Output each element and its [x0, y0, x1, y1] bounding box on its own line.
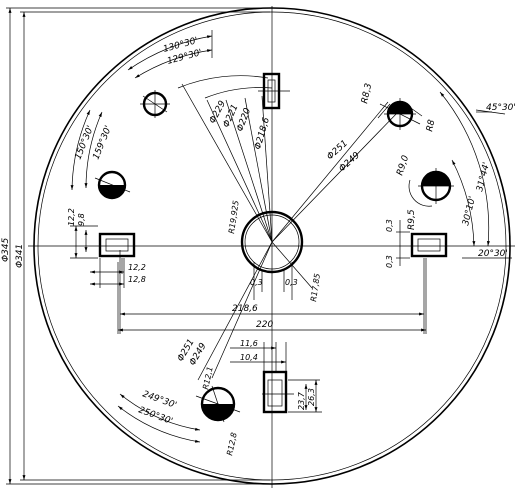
label-r8: R8 — [425, 119, 437, 133]
label-v12-2-horiz: 12,2 — [128, 263, 146, 272]
label-d341: Φ341 — [15, 244, 25, 268]
label-v0-3-top: 0,3 — [385, 219, 394, 232]
label-r12-8: R12,8 — [225, 432, 239, 457]
label-v12-2-vert: 12,2 — [67, 208, 76, 226]
label-218-6: 218,6 — [232, 304, 258, 314]
label-v11-6: 11,6 — [240, 339, 258, 348]
slot-left — [98, 232, 136, 258]
label-r9-0: R9,0 — [395, 154, 411, 177]
label-d218-6: Φ218,6 — [253, 116, 272, 151]
label-r12-1: R12,1 — [201, 366, 215, 391]
slot-bottom — [262, 370, 288, 414]
label-c0-3-right: 0,3 — [285, 278, 298, 287]
slot-right — [410, 232, 448, 258]
label-c0-3-left: 0,3 — [250, 278, 263, 287]
label-r8-3: R8,3 — [360, 82, 374, 104]
label-a31-44: 31°44' — [475, 161, 492, 192]
label-a30-10: 30°10' — [461, 195, 478, 226]
label-v23-7: 23,7 — [297, 391, 306, 410]
label-r17-85: R17,85 — [309, 273, 322, 302]
center-bore-inner — [244, 214, 300, 270]
label-220: 220 — [256, 320, 273, 330]
label-a20-30: 20°30' — [478, 249, 508, 259]
label-v26-3: 26,3 — [307, 388, 316, 406]
label-a45-30: 45°30' — [486, 103, 516, 113]
label-v9-8: 9,8 — [77, 213, 86, 226]
label-d345: Φ345 — [1, 237, 11, 262]
center-bore-outer — [240, 210, 304, 274]
label-r19-925: R19,925 — [227, 200, 241, 234]
label-v12-8: 12,8 — [128, 275, 146, 284]
label-v10-4: 10,4 — [240, 353, 258, 362]
label-r9-5: R9,5 — [407, 209, 417, 230]
label-v0-3-bot: 0,3 — [385, 255, 394, 268]
